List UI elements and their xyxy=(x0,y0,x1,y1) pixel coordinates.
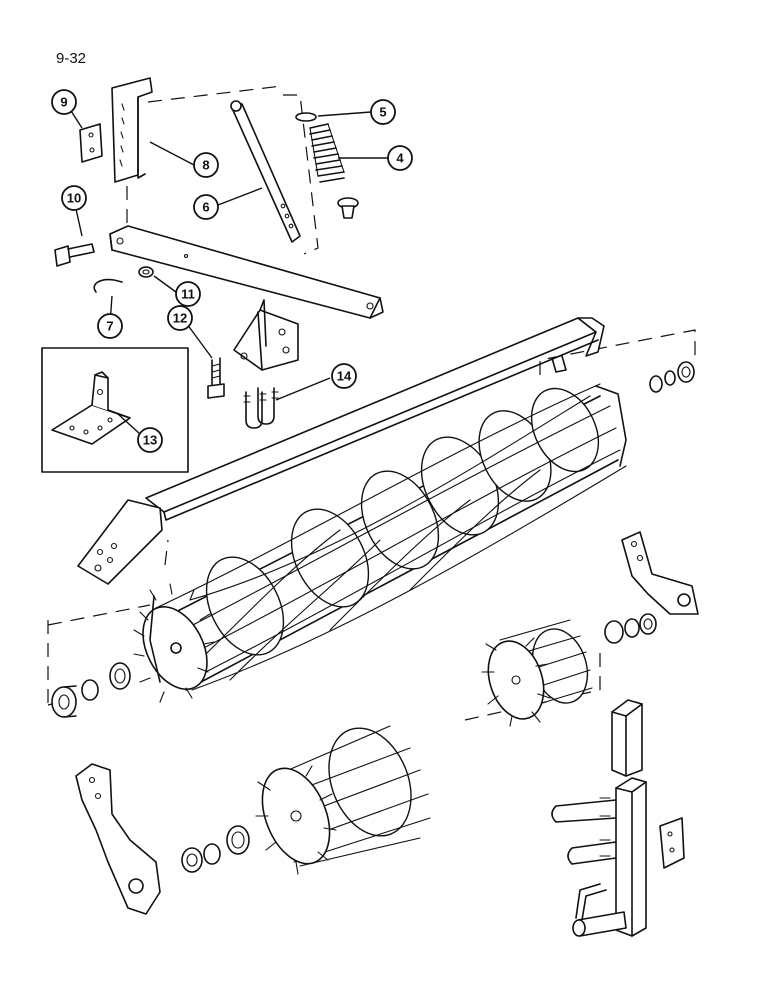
svg-text:13: 13 xyxy=(143,433,157,448)
callout-6: 6 xyxy=(193,194,219,220)
svg-text:7: 7 xyxy=(106,319,113,334)
callout-7: 7 xyxy=(97,313,123,339)
right-bearings-top xyxy=(649,361,695,393)
callout-5: 5 xyxy=(370,99,396,125)
svg-text:12: 12 xyxy=(173,311,187,326)
clip-part-7 xyxy=(93,278,123,293)
bottom-bearings xyxy=(181,825,250,873)
vertical-post-assembly xyxy=(551,699,685,937)
callout-13: 13 xyxy=(137,427,163,453)
bushing-part-11 xyxy=(138,266,154,278)
left-mounting-bracket xyxy=(75,763,161,915)
svg-text:14: 14 xyxy=(337,369,352,384)
angle-bracket xyxy=(233,299,299,371)
left-bearings xyxy=(51,662,131,718)
pin-part-10 xyxy=(54,243,95,267)
small-cage-right xyxy=(481,619,593,727)
callout-4: 4 xyxy=(387,145,413,171)
assembly-dashed-lines xyxy=(47,85,696,721)
spring-part-4 xyxy=(309,123,345,183)
main-frame-beam xyxy=(77,317,605,585)
svg-text:10: 10 xyxy=(67,191,81,206)
washer-part-5 xyxy=(295,112,317,122)
right-mounting-bracket xyxy=(621,531,699,615)
inset-box xyxy=(41,347,189,473)
svg-text:9: 9 xyxy=(60,95,67,110)
svg-text:11: 11 xyxy=(181,287,195,302)
slotted-bracket-part-8 xyxy=(111,77,153,183)
svg-text:4: 4 xyxy=(396,151,404,166)
u-bolts-part-14 xyxy=(243,387,279,429)
main-rotary-cage xyxy=(133,383,627,703)
bolt-part-12 xyxy=(207,357,225,399)
callout-9: 9 xyxy=(51,89,77,115)
page-number: 9-32 xyxy=(56,50,87,67)
callout-11: 11 xyxy=(175,281,201,307)
spring-cap xyxy=(337,197,359,219)
callout-8: 8 xyxy=(193,152,219,178)
plate-part-9 xyxy=(79,123,103,163)
callout-10: 10 xyxy=(61,185,87,211)
long-arm xyxy=(109,225,384,319)
rod-part-6 xyxy=(230,100,301,243)
callout-14: 14 xyxy=(331,363,357,389)
callout-12: 12 xyxy=(167,305,193,331)
right-bearings-middle xyxy=(604,613,657,644)
svg-text:8: 8 xyxy=(202,158,209,173)
small-cage-bottom xyxy=(255,725,431,875)
svg-text:5: 5 xyxy=(379,105,386,120)
svg-text:6: 6 xyxy=(202,200,209,215)
